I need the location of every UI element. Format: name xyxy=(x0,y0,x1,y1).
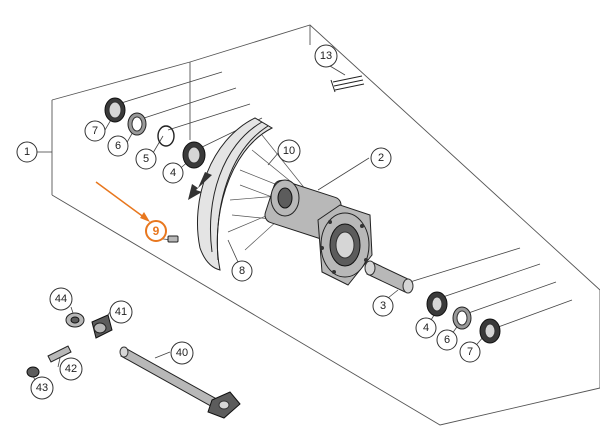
rotation-direction-arrow-icon xyxy=(188,172,212,200)
callout-13: 13 xyxy=(314,44,338,68)
callout-43: 43 xyxy=(30,376,54,400)
screw-part-9 xyxy=(167,235,179,243)
svg-text:10: 10 xyxy=(283,145,295,157)
callout-4-right: 4 xyxy=(415,317,437,339)
svg-text:6: 6 xyxy=(444,334,450,346)
callout-42: 42 xyxy=(59,357,83,381)
axle-parts xyxy=(26,312,241,419)
callout-6-right: 6 xyxy=(436,329,458,351)
spoke-set-part xyxy=(330,75,365,93)
svg-text:43: 43 xyxy=(36,382,48,394)
callout-2: 2 xyxy=(370,147,392,169)
svg-text:6: 6 xyxy=(115,140,121,152)
callout-8: 8 xyxy=(231,260,253,282)
svg-text:7: 7 xyxy=(467,346,473,358)
callout-40: 40 xyxy=(170,341,194,365)
callout-9-highlighted: 9 xyxy=(145,220,167,242)
svg-text:40: 40 xyxy=(176,347,188,359)
svg-text:7: 7 xyxy=(92,125,98,137)
rim-part xyxy=(196,117,274,271)
callout-10: 10 xyxy=(277,139,301,163)
svg-text:13: 13 xyxy=(320,50,332,62)
svg-text:42: 42 xyxy=(65,363,77,375)
svg-text:44: 44 xyxy=(55,293,67,305)
callout-7-right: 7 xyxy=(459,341,481,363)
callout-3: 3 xyxy=(372,295,394,317)
svg-text:3: 3 xyxy=(380,300,386,312)
svg-text:2: 2 xyxy=(378,152,384,164)
svg-text:8: 8 xyxy=(239,265,245,277)
svg-text:1: 1 xyxy=(24,146,30,158)
callout-7-left: 7 xyxy=(84,120,106,142)
callout-5: 5 xyxy=(135,148,157,170)
callout-6-left: 6 xyxy=(107,135,129,157)
svg-text:4: 4 xyxy=(170,167,176,179)
assembly-boundary xyxy=(51,24,600,426)
callout-4-left: 4 xyxy=(162,162,184,184)
svg-text:9: 9 xyxy=(153,224,160,238)
svg-text:5: 5 xyxy=(143,153,149,165)
svg-text:41: 41 xyxy=(115,306,127,318)
right-bearing-stack xyxy=(426,291,501,344)
callout-41: 41 xyxy=(109,300,133,324)
orange-arrow-icon xyxy=(95,181,150,222)
hub-part xyxy=(264,179,373,286)
left-bearing-stack xyxy=(104,97,206,169)
callout-1: 1 xyxy=(16,141,38,163)
callout-44: 44 xyxy=(49,287,73,311)
spacer-part xyxy=(364,260,414,294)
svg-text:4: 4 xyxy=(423,322,429,334)
